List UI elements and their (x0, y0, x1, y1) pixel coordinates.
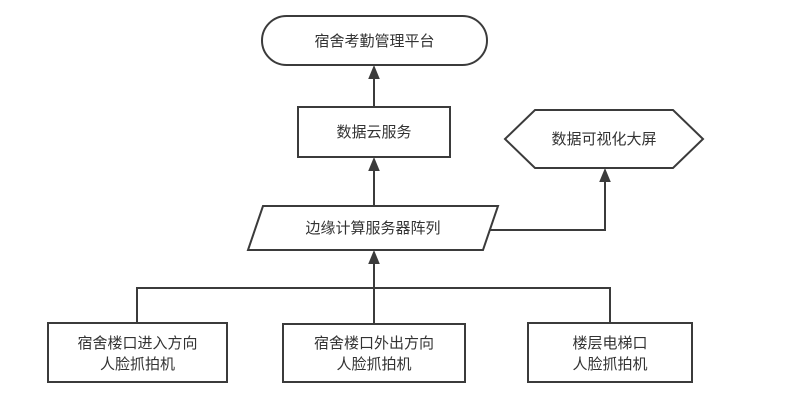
arrowhead-cloud-to-platform (368, 65, 380, 79)
node-cloud: 数据云服务 (297, 106, 451, 158)
arrowhead-cameras-to-servers (368, 250, 380, 264)
cloud-shape (297, 106, 451, 158)
camera-elevator-shape (527, 322, 693, 383)
platform-label: 宿舍考勤管理平台 (314, 33, 434, 50)
camera-exit-label-line1: 宿舍楼口外出方向 (314, 335, 434, 352)
node-camera-exit: 宿舍楼口外出方向 人脸抓拍机 (282, 323, 466, 383)
screen-shape (503, 109, 705, 169)
node-camera-elevator: 楼层电梯口 人脸抓拍机 (527, 322, 693, 383)
edge-servers-label: 边缘计算服务器阵列 (305, 219, 440, 237)
cloud-label: 数据云服务 (336, 124, 411, 141)
camera-entry-shape (47, 322, 228, 383)
camera-entry-label-line1: 宿舍楼口进入方向 (77, 335, 197, 352)
node-camera-entry: 宿舍楼口进入方向 人脸抓拍机 (47, 322, 228, 383)
platform-shape (261, 15, 488, 66)
arrowhead-servers-to-cloud (368, 157, 380, 171)
screen-label: 数据可视化大屏 (551, 131, 656, 148)
arrowhead-servers-to-screen (599, 168, 611, 182)
camera-entry-label-line2: 人脸抓拍机 (100, 356, 175, 373)
camera-exit-label-line2: 人脸抓拍机 (336, 356, 411, 373)
camera-elevator-label-line2: 人脸抓拍机 (572, 356, 647, 373)
node-screen: 数据可视化大屏 (503, 109, 705, 169)
camera-exit-shape (282, 323, 466, 383)
node-platform: 宿舍考勤管理平台 (261, 15, 488, 66)
node-edge-servers: 边缘计算服务器阵列 (246, 205, 500, 251)
connector-servers-to-screen (490, 181, 606, 231)
camera-elevator-label-line1: 楼层电梯口 (572, 335, 647, 352)
edge-servers-shape (246, 205, 500, 251)
